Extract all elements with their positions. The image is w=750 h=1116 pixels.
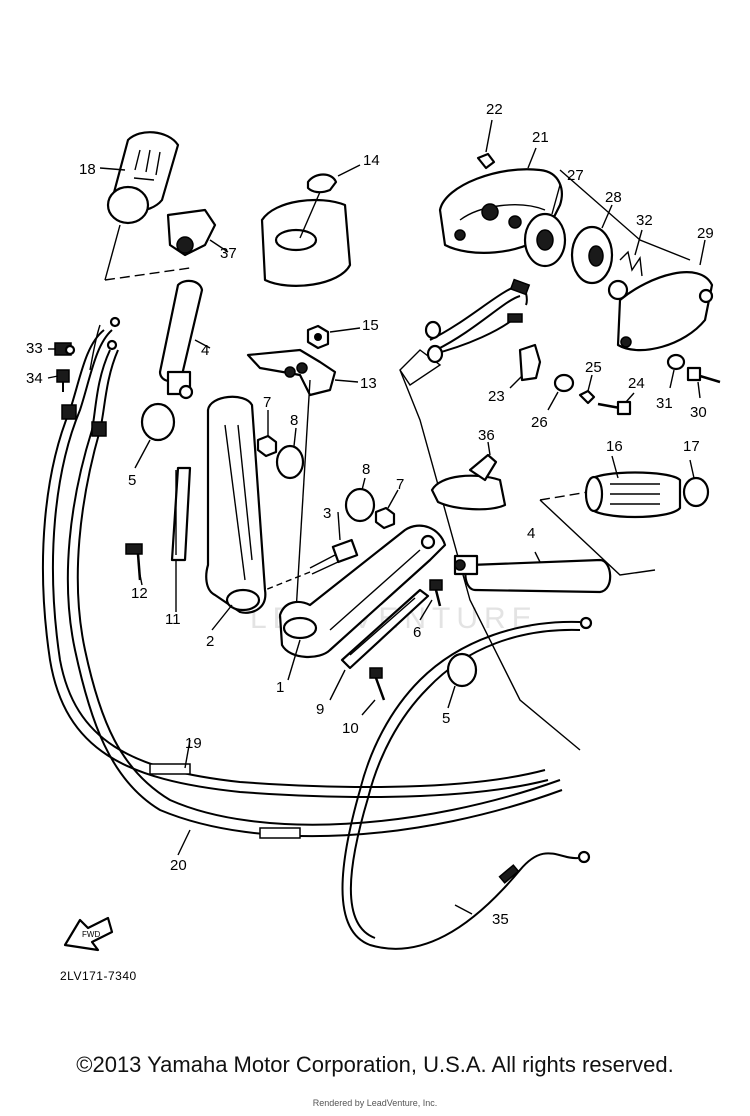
callout-29[interactable]: 29: [697, 225, 714, 242]
washer-31[interactable]: [666, 353, 686, 371]
plate-13[interactable]: [246, 348, 359, 397]
leader-7b: [387, 489, 399, 509]
callout-37[interactable]: 37: [220, 245, 237, 262]
screw-24[interactable]: [597, 392, 635, 416]
leader-31: [669, 369, 675, 389]
callout-8-center[interactable]: 8: [362, 461, 370, 478]
callout-33[interactable]: 33: [26, 340, 43, 357]
nut-7-left[interactable]: [256, 434, 278, 458]
damper-8-left[interactable]: [275, 444, 305, 480]
housing-cover-14[interactable]: [260, 164, 361, 287]
nut-7-center[interactable]: [374, 506, 396, 530]
callout-17[interactable]: 17: [683, 438, 700, 455]
cover-29[interactable]: [616, 239, 714, 352]
leader-5b: [447, 685, 456, 709]
callout-13[interactable]: 13: [360, 375, 377, 392]
callout-15[interactable]: 15: [362, 317, 379, 334]
plug-5-right[interactable]: [446, 652, 478, 688]
guide-lines: [104, 169, 691, 751]
callout-1[interactable]: 1: [276, 679, 284, 696]
bracket-1[interactable]: [278, 524, 447, 658]
leader-9: [329, 669, 346, 701]
callout-24[interactable]: 24: [628, 375, 645, 392]
nut-25[interactable]: [578, 389, 596, 405]
callout-11[interactable]: 11: [165, 611, 181, 628]
plate-9[interactable]: [340, 588, 430, 670]
fitting-34[interactable]: [56, 369, 70, 392]
handlebar-4-left[interactable]: [158, 279, 211, 400]
wire-harness[interactable]: [424, 278, 531, 364]
callout-25[interactable]: 25: [585, 359, 602, 376]
screw-10[interactable]: [361, 667, 386, 716]
bracket-2[interactable]: [205, 395, 267, 614]
drum-27[interactable]: [523, 184, 567, 268]
callout-18[interactable]: 18: [79, 161, 96, 178]
leader-8b: [361, 477, 366, 491]
switch-23[interactable]: [509, 343, 542, 389]
diagram-code: 2LV171-7340: [60, 969, 137, 983]
leader-26: [547, 391, 559, 411]
leader-8a: [293, 427, 297, 447]
plug-5-left[interactable]: [140, 402, 176, 442]
callout-2[interactable]: 2: [206, 633, 214, 650]
fwd-arrow: FWD: [63, 916, 114, 952]
callout-26[interactable]: 26: [531, 414, 548, 431]
spring-32[interactable]: [607, 229, 643, 301]
cable-35[interactable]: [341, 616, 593, 950]
fitting-33[interactable]: [54, 342, 76, 356]
rendered-by-notice: Rendered by LeadVenture, Inc.: [312, 1098, 438, 1108]
grip-18[interactable]: [106, 131, 180, 225]
callout-16[interactable]: 16: [606, 438, 623, 455]
plate-11[interactable]: [170, 466, 192, 562]
callout-7-center[interactable]: 7: [396, 476, 404, 493]
callout-19[interactable]: 19: [185, 735, 202, 752]
callout-22[interactable]: 22: [486, 101, 503, 118]
screw-12[interactable]: [125, 543, 143, 581]
switch-37[interactable]: [166, 208, 229, 257]
callout-27[interactable]: 27: [567, 167, 584, 184]
callout-32[interactable]: 32: [636, 212, 653, 229]
holder-36[interactable]: [430, 441, 507, 511]
nut-15[interactable]: [306, 324, 361, 350]
callout-leaders: [47, 167, 473, 915]
handlebar-4-right[interactable]: [453, 551, 612, 594]
screw-30[interactable]: [686, 366, 721, 399]
bar-end-17[interactable]: [682, 459, 710, 508]
callout-4-left[interactable]: 4: [201, 342, 209, 359]
callout-5-right[interactable]: 5: [442, 710, 450, 727]
damper-8-center[interactable]: [344, 487, 376, 523]
screw-6[interactable]: [429, 579, 443, 607]
leader-25: [587, 374, 593, 392]
callout-31[interactable]: 31: [656, 395, 673, 412]
washer-26[interactable]: [553, 373, 575, 393]
bolt-3[interactable]: [264, 511, 359, 591]
callout-4-right[interactable]: 4: [527, 525, 535, 542]
callout-28[interactable]: 28: [605, 189, 622, 206]
copyright-notice: ©2013 Yamaha Motor Corporation, U.S.A. A…: [76, 1052, 674, 1077]
callout-9[interactable]: 9: [316, 701, 324, 718]
callout-36[interactable]: 36: [478, 427, 495, 444]
callout-23[interactable]: 23: [488, 388, 505, 405]
leader-5a: [134, 439, 151, 469]
callout-14[interactable]: 14: [363, 152, 380, 169]
pulley-28[interactable]: [570, 204, 614, 285]
callout-6[interactable]: 6: [413, 624, 421, 641]
cable-ends: [61, 316, 121, 437]
fwd-label: FWD: [82, 930, 100, 939]
callout-7-left[interactable]: 7: [263, 394, 271, 411]
callout-3[interactable]: 3: [323, 505, 331, 522]
callout-35[interactable]: 35: [492, 911, 509, 928]
callout-10[interactable]: 10: [342, 720, 359, 737]
grip-16[interactable]: [584, 455, 682, 519]
callout-34[interactable]: 34: [26, 370, 43, 387]
screw-22[interactable]: [476, 119, 496, 170]
callout-21[interactable]: 21: [532, 129, 549, 146]
callout-20[interactable]: 20: [170, 857, 187, 874]
callout-8-left[interactable]: 8: [290, 412, 298, 429]
leader-13-shaft: [295, 379, 311, 613]
callout-12[interactable]: 12: [131, 585, 148, 602]
callout-5-left[interactable]: 5: [128, 472, 136, 489]
callout-30[interactable]: 30: [690, 404, 707, 421]
